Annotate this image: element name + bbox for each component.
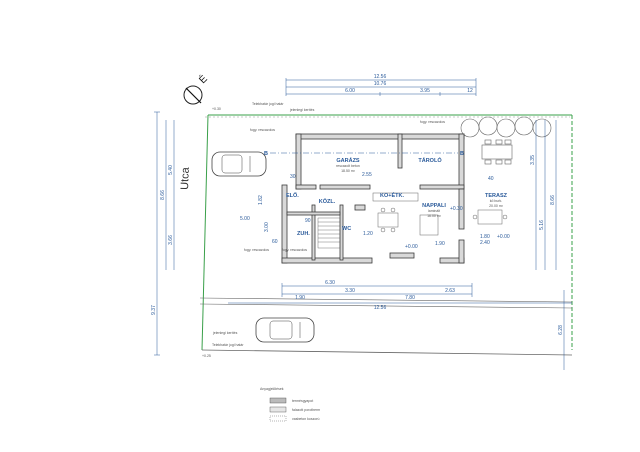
legend-item-1: falazott porotherm: [292, 408, 320, 412]
dim-top-total: 12.56: [374, 74, 387, 80]
paving-note-4: fogy. rescazolos: [282, 248, 307, 252]
room-storage-name: TÁROLÓ: [418, 156, 442, 164]
dim-inner-f: +0.30: [450, 206, 463, 212]
property-boundary: [199, 114, 573, 356]
dim-top-c: 12: [467, 88, 473, 94]
room-hall-name: KÖZL.: [319, 198, 336, 205]
room-garage-area: 18.50 m²: [341, 169, 356, 173]
elevation-label-bottom: +0.25: [202, 354, 211, 358]
dim-inner-k: 1.20: [363, 231, 373, 237]
dimension-lines-top: [285, 78, 477, 96]
dim-bottom-c: 3.30: [345, 288, 355, 294]
room-garage-sub: rescazolt beton: [336, 164, 360, 168]
room-terrace-name: TERASZ: [485, 193, 508, 199]
dim-left-a: 5.40: [168, 165, 174, 175]
room-terrace-area: 20.00 m²: [489, 204, 504, 208]
legend: Anyagjelölések termésgyapot falazott por…: [260, 387, 320, 422]
room-labels: GARÁZS rescazolt beton 18.50 m² TÁROLÓ K…: [286, 156, 508, 237]
dim-bottom-e: 6.30: [325, 280, 335, 286]
elevation-label-top: +0.30: [212, 107, 221, 111]
dim-inner-o: 30: [290, 174, 296, 180]
dim-bottom-b: 7.80: [405, 295, 415, 301]
legend-item-0: termésgyapot: [292, 399, 313, 403]
room-living-name: NAPPALI: [422, 203, 446, 209]
dimension-lines-left: [154, 111, 175, 356]
north-arrow-icon: É: [183, 72, 210, 105]
legend-item-2: vasbeton koszorú: [292, 417, 319, 421]
room-kitchen-name: KO+ÉTK.: [380, 191, 404, 199]
legend-title: Anyagjelölések: [260, 387, 284, 391]
paving-note-3: fogy. rescazolos: [244, 248, 269, 252]
fence-label-top: jelenlegi kerítés: [289, 108, 315, 112]
dim-bottom-d: 2.63: [445, 288, 455, 294]
dim-inner-e: +0.00: [405, 244, 418, 250]
dim-inner-a: 1.82: [258, 195, 264, 205]
dim-right-c: 5.16: [539, 220, 545, 230]
dim-inner-i: 2.40: [480, 240, 490, 246]
room-shower-name: ZUH.: [297, 231, 310, 237]
dim-bottom-total: 12.56: [374, 305, 387, 311]
dim-top-b: 3.95: [420, 88, 430, 94]
dim-left-c: 9.37: [151, 305, 157, 315]
dimension-lines-bottom: [228, 283, 572, 304]
dim-left-total: 8.66: [160, 190, 166, 200]
section-marker-left: B: [264, 151, 268, 157]
dim-right-b: 8.66: [550, 195, 556, 205]
room-wc-name: WC: [342, 226, 351, 232]
fence-label-bottom: jelenlegi kerítés: [212, 331, 238, 335]
car-street-icon: [255, 317, 315, 343]
dimension-lines-right: [535, 120, 565, 370]
north-label: É: [196, 72, 210, 86]
room-entry-name: ELŐ.: [286, 192, 299, 199]
building-walls: [281, 133, 465, 264]
dim-inner-n: 60: [272, 239, 278, 245]
dim-inner-d: 2.55: [362, 172, 372, 178]
dim-right-d: 6.28: [558, 325, 564, 335]
dim-inner-b: 3.00: [264, 222, 270, 232]
dim-left-b: 3.66: [168, 235, 174, 245]
dim-inner-j: 1.80: [480, 234, 490, 240]
boundary-label-top: Telekhatár jogi határ: [252, 102, 284, 106]
room-living-area: 16.00 m²: [427, 214, 442, 218]
room-garage-name: GARÁZS: [336, 157, 360, 164]
terrace-table-icon: [481, 139, 513, 165]
room-living-sub: laminált: [428, 209, 440, 213]
section-marker-right: B: [460, 151, 464, 157]
inner-dimensions: 1.82 3.00 5.00 2.55 +0.00 +0.30 +0.00 1.…: [240, 172, 510, 250]
boundary-label-bottom: Telekhatár jogi határ: [212, 343, 244, 347]
terrace-furniture: [472, 209, 508, 225]
dim-top-a: 6.00: [345, 88, 355, 94]
dim-top-sub: 10.76: [374, 81, 387, 87]
paving-note-1: fogy. rescazolos: [250, 128, 275, 132]
dim-right-a: 3.35: [530, 155, 536, 165]
dim-inner-l: 40: [488, 176, 494, 182]
dim-inner-c: 5.00: [240, 216, 250, 222]
shrubs-icon: [460, 116, 552, 138]
stair-core: [317, 217, 341, 249]
car-top-icon: [211, 151, 267, 177]
dim-inner-h: 1.90: [435, 241, 445, 247]
street-label: Utca: [179, 166, 192, 190]
dim-bottom-a: 1.90: [295, 295, 305, 301]
room-terrace-sub: kő burk.: [490, 199, 502, 203]
paving-note-2: fogy. rescazolos: [420, 120, 445, 124]
dim-inner-g: +0.00: [497, 234, 510, 240]
kitchen-furniture: [372, 192, 439, 236]
dim-inner-m: 90: [305, 218, 311, 224]
